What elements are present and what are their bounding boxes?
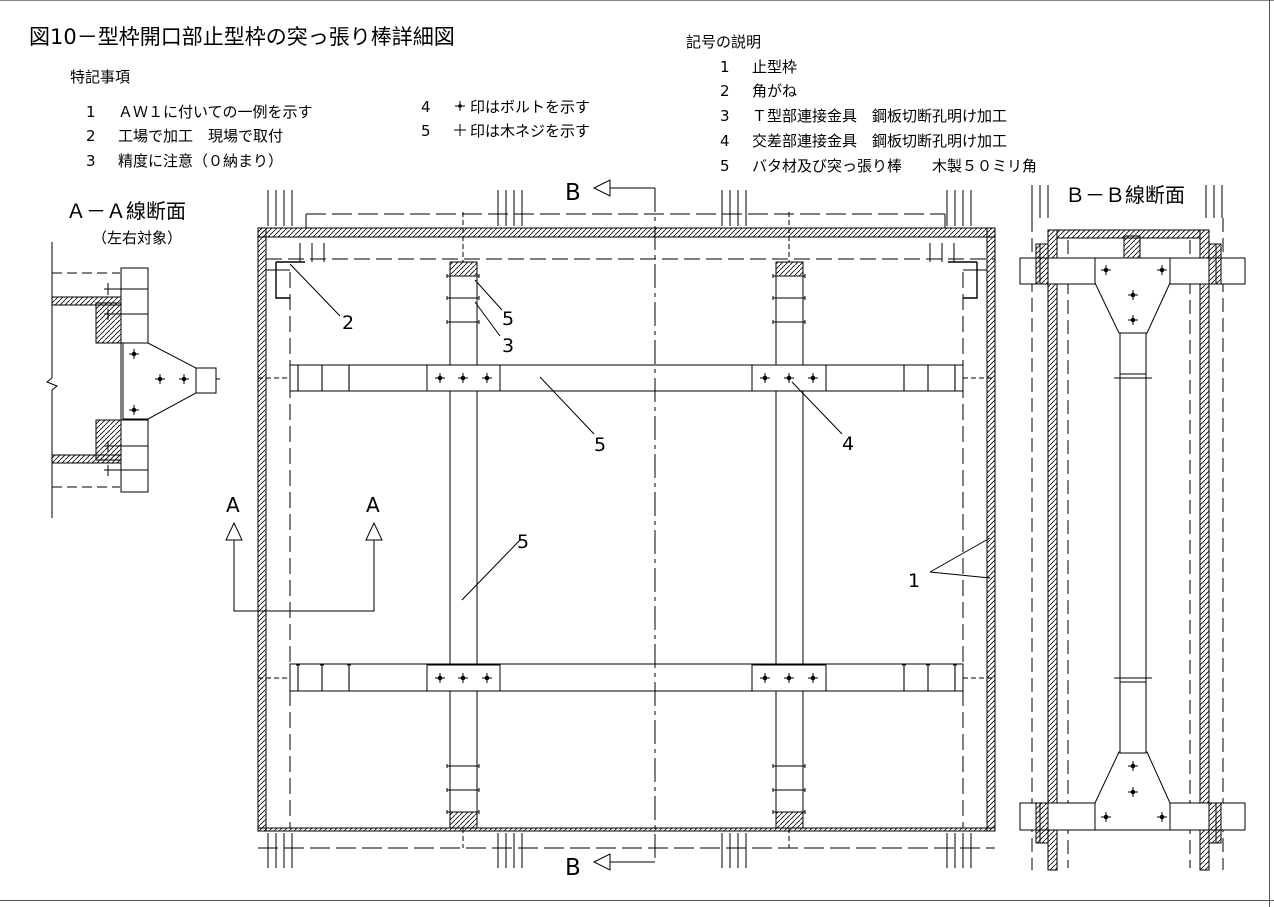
legend-heading: 記号の説明 [686, 33, 761, 51]
marker-a-right: A [366, 493, 380, 517]
callout-5-top: 5 [502, 308, 514, 330]
drawing-title: 図10－型枠開口部止型枠の突っ張り棒詳細図 [29, 25, 455, 49]
callouts [289, 263, 991, 601]
legend-text-4: 交差部連接金具 鋼板切断孔明け加工 [752, 132, 1007, 150]
legend-text-3: Ｔ型部連接金具 鋼板切断孔明け加工 [752, 107, 1007, 125]
legend-text-5: バタ材及び突っ張り棒 木製５０ミリ角 [752, 157, 1037, 175]
callout-5-strut: 5 [517, 531, 529, 553]
callout-2-frame: 2 [342, 312, 354, 334]
section-a-markers: A A [225, 493, 383, 612]
note-num-2: 2 [86, 127, 96, 145]
legend-num-2: 2 [720, 82, 730, 100]
symbol-legend: 記号の説明 1 止型枠 2 角がね 3 Ｔ型部連接金具 鋼板切断孔明け加工 4 … [686, 33, 1037, 175]
screw-mark-icon [454, 124, 466, 136]
section-aa-subtitle: （左右対象） [92, 229, 182, 247]
note-num-1: 1 [86, 103, 96, 121]
legend-text-2: 角がね [752, 82, 797, 100]
note-text-1: ＡＷ１に付いての一例を示す [118, 103, 313, 121]
section-aa: Ａ－Ａ線断面 （左右対象） [46, 199, 220, 518]
main-frame [257, 179, 996, 871]
mark-num-5: 5 [421, 122, 431, 140]
note-text-3: 精度に注意（０納まり） [118, 152, 283, 170]
section-bb-title: Ｂ－Ｂ線断面 [1065, 183, 1185, 207]
marker-b-bottom: B [565, 855, 581, 881]
note-num-3: 3 [86, 152, 96, 170]
legend-text-1: 止型枠 [752, 58, 797, 76]
callout-1-frame: 1 [908, 570, 920, 592]
mark-num-4: 4 [421, 98, 431, 116]
bolt-mark-icon [454, 100, 466, 112]
marker-b-top: B [565, 180, 581, 206]
callout-4-frame: 4 [842, 433, 854, 455]
mark-text-5: 印は木ネジを示す [470, 122, 590, 140]
section-bb: Ｂ－Ｂ線断面 [1019, 183, 1246, 871]
notes-heading: 特記事項 [70, 68, 130, 86]
title-block: 図10－型枠開口部止型枠の突っ張り棒詳細図 [29, 25, 455, 49]
callout-3-frame: 3 [502, 335, 514, 357]
note-text-2: 工場で加工 現場で取付 [118, 127, 283, 145]
special-notes: 特記事項 1 ＡＷ１に付いての一例を示す 2 工場で加工 現場で取付 3 精度に… [70, 68, 590, 170]
mark-text-4: 印はボルトを示す [470, 98, 590, 116]
legend-num-3: 3 [720, 107, 730, 125]
legend-num-4: 4 [720, 132, 730, 150]
section-aa-title: Ａ－Ａ線断面 [66, 199, 186, 223]
marker-a-left: A [226, 493, 240, 517]
legend-num-1: 1 [720, 58, 730, 76]
legend-num-5: 5 [720, 157, 730, 175]
callout-5-waler: 5 [594, 434, 606, 456]
